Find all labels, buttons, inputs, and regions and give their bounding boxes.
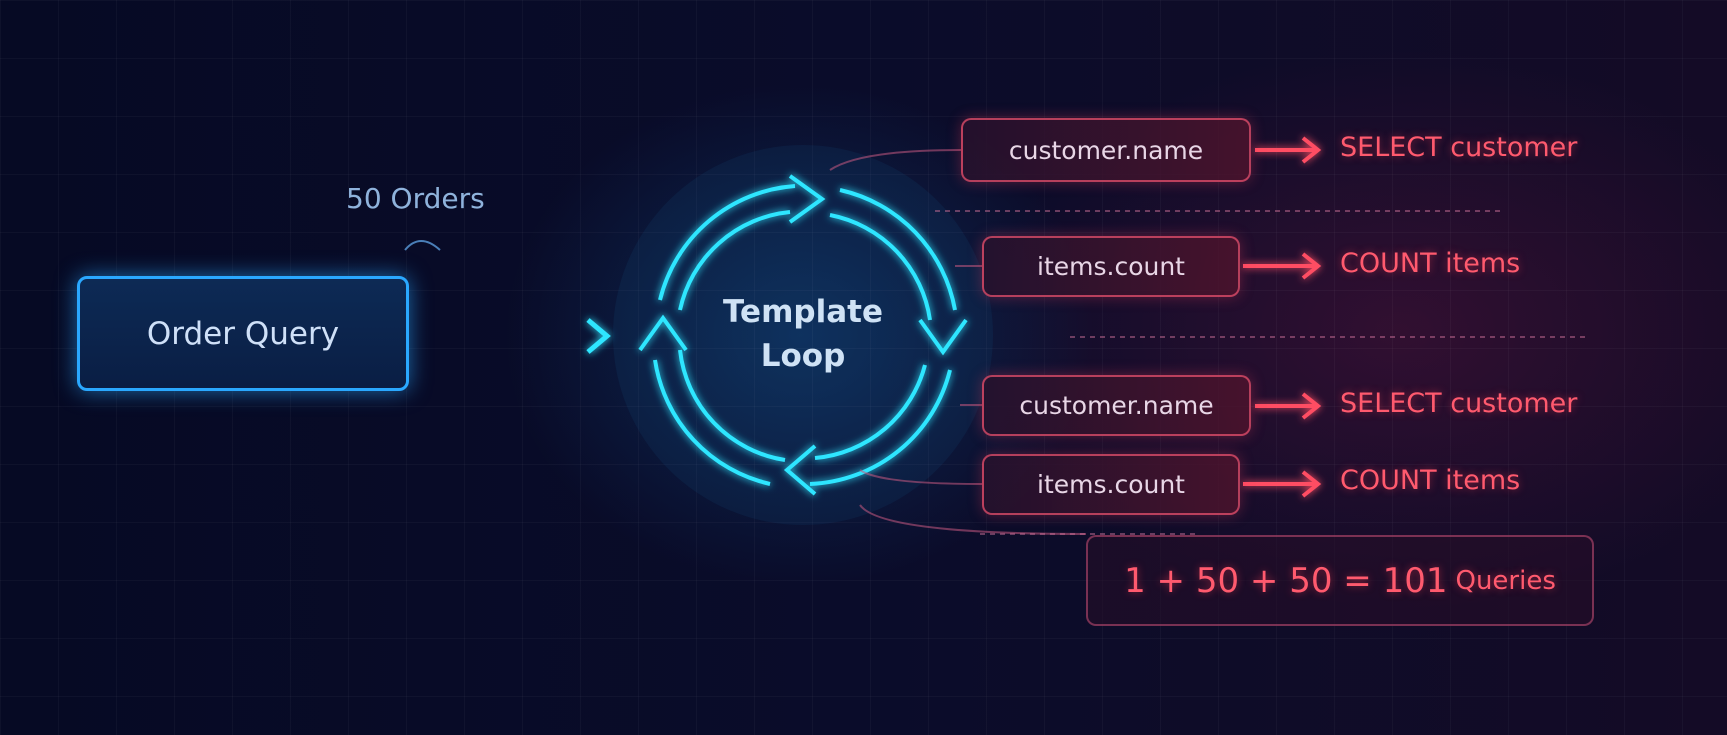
- loop-line-1: Template: [723, 294, 883, 330]
- field-label: items.count: [1037, 470, 1185, 499]
- field-label: items.count: [1037, 252, 1185, 281]
- query-arrows: [1243, 136, 1322, 498]
- total-unit: Queries: [1455, 565, 1556, 596]
- query-label: SELECT customer: [1340, 132, 1578, 163]
- field-connectors: [829, 149, 1087, 535]
- field-node-items-count: items.count: [982, 454, 1240, 515]
- orders-bracket: [404, 240, 441, 251]
- order-query-label: Order Query: [146, 315, 340, 352]
- field-label: customer.name: [1008, 135, 1204, 165]
- template-loop-label: Template Loop: [703, 290, 903, 378]
- orders-count-label: 50 Orders: [346, 182, 485, 215]
- query-label: SELECT customer: [1340, 388, 1578, 419]
- field-node-items-count: items.count: [982, 236, 1240, 297]
- order-query-node: Order Query: [77, 276, 409, 391]
- field-node-customer-name: customer.name: [961, 118, 1251, 182]
- loop-line-2: Loop: [760, 338, 846, 374]
- field-label: customer.name: [1019, 391, 1214, 420]
- total-result: 101: [1382, 560, 1448, 601]
- field-node-customer-name: customer.name: [982, 375, 1251, 436]
- loop-arrows-icon: [638, 174, 968, 496]
- arrow-to-loop: [410, 318, 611, 354]
- query-label: COUNT items: [1340, 465, 1521, 496]
- total-queries-box: 1 + 50 + 50 = 101 Queries: [1086, 535, 1594, 626]
- total-formula: 1 + 50 + 50 =: [1124, 560, 1383, 601]
- dashed-separators: [935, 210, 1590, 535]
- query-label: COUNT items: [1340, 248, 1521, 279]
